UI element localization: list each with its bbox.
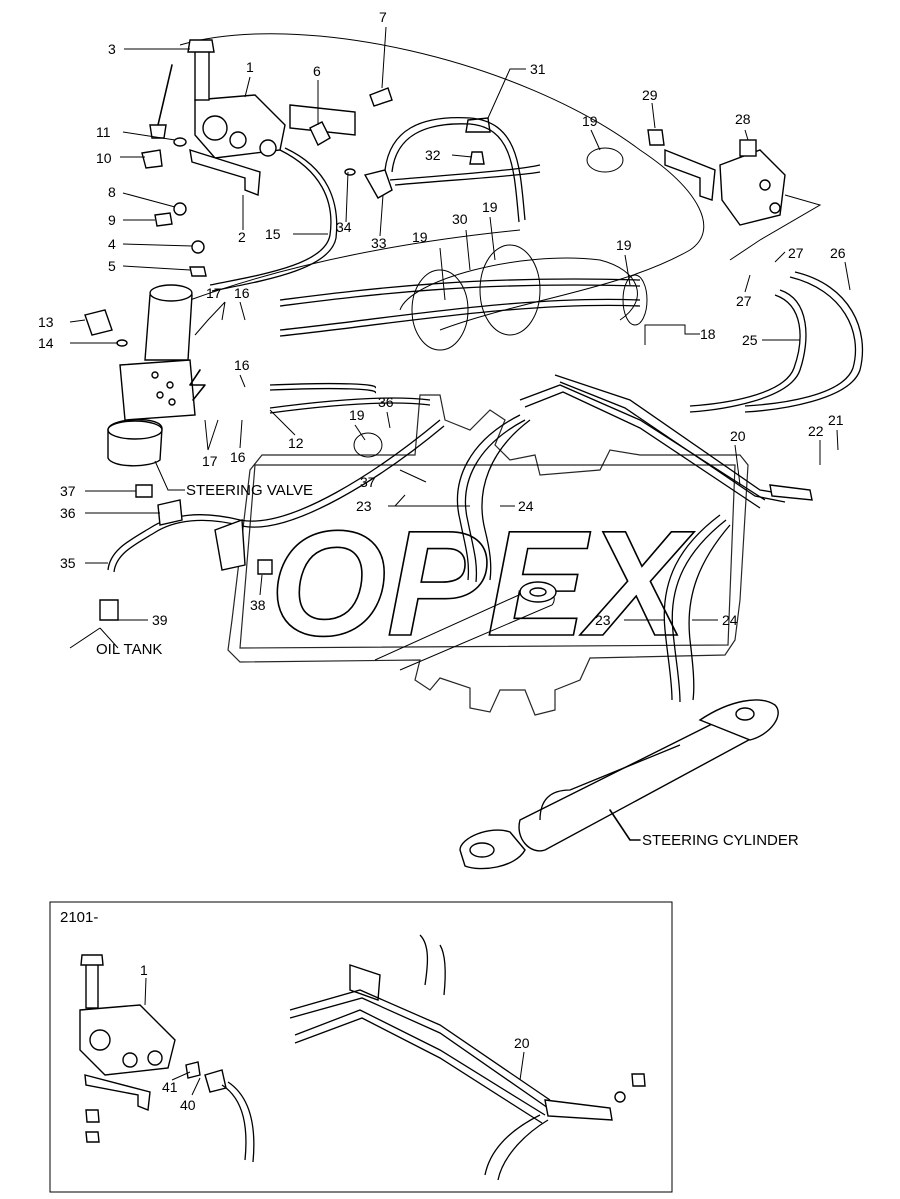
- hose-bundle: [209, 116, 864, 458]
- watermark: OPEX: [227, 394, 749, 716]
- callout-10: 10: [96, 150, 112, 166]
- captions: STEERING VALVE OIL TANK STEERING CYLINDE…: [60, 482, 799, 926]
- callout-32: 32: [425, 147, 441, 163]
- callout-17-a: 17: [206, 285, 222, 301]
- callout-3: 3: [108, 41, 116, 57]
- callout-4: 4: [108, 236, 116, 252]
- caption-inset-serial: 2101-: [60, 909, 98, 926]
- callout-39: 39: [152, 612, 168, 628]
- callout-13: 13: [38, 314, 54, 330]
- callout-1: 1: [246, 59, 254, 75]
- caption-oil-tank: OIL TANK: [96, 641, 162, 658]
- return-hose: [99, 419, 445, 621]
- callout-8: 8: [108, 184, 116, 200]
- callout-16-a: 16: [234, 285, 250, 301]
- callout-40: 40: [180, 1097, 196, 1113]
- callout-41: 41: [162, 1079, 178, 1095]
- watermark-text: OPEX: [270, 499, 695, 667]
- callout-20-inset: 20: [514, 1035, 530, 1051]
- callout-31: 31: [530, 61, 546, 77]
- callout-16-b: 16: [234, 357, 250, 373]
- callout-19-e: 19: [349, 407, 365, 423]
- callout-16-c: 16: [230, 449, 246, 465]
- callout-15: 15: [265, 226, 281, 242]
- callout-12: 12: [288, 435, 304, 451]
- callout-22: 22: [808, 423, 824, 439]
- callout-29: 29: [642, 87, 658, 103]
- steering-cylinder: [374, 581, 779, 870]
- callout-14: 14: [38, 335, 54, 351]
- callout-19-c: 19: [482, 199, 498, 215]
- callout-35: 35: [60, 555, 76, 571]
- callout-27-a: 27: [788, 245, 804, 261]
- callout-20: 20: [730, 428, 746, 444]
- callout-19-a: 19: [582, 113, 598, 129]
- callout-36-a: 36: [378, 394, 394, 410]
- callout-5: 5: [108, 258, 116, 274]
- callout-1-inset: 1: [140, 962, 148, 978]
- steering-valve: [107, 284, 206, 467]
- callout-24-a: 24: [518, 498, 534, 514]
- callout-38: 38: [250, 597, 266, 613]
- elbow-and-clips: [344, 117, 491, 199]
- callout-11: 11: [96, 124, 111, 140]
- callout-17-b: 17: [202, 453, 218, 469]
- callout-21: 21: [828, 412, 844, 428]
- tank-outline: [179, 33, 705, 331]
- callout-26: 26: [830, 245, 846, 261]
- callout-18: 18: [700, 326, 716, 342]
- callout-9: 9: [108, 212, 116, 228]
- callout-labels: 3 1 6 7 31 29 28 19 11 10 32 8 9 2 15 34…: [38, 9, 846, 1113]
- priority-valve-1: [149, 39, 286, 196]
- callout-19-d: 19: [616, 237, 632, 253]
- leader-lines: [69, 26, 851, 1096]
- callout-36-b: 36: [60, 505, 76, 521]
- plate-and-bolt: [289, 87, 393, 146]
- callout-30: 30: [452, 211, 468, 227]
- caption-steering-cylinder: STEERING CYLINDER: [642, 832, 799, 849]
- inset-panel: [49, 901, 673, 1193]
- flow-divider: [647, 129, 822, 261]
- small-fittings: [84, 137, 207, 347]
- callout-25: 25: [742, 332, 758, 348]
- callout-19-b: 19: [412, 229, 428, 245]
- callout-33: 33: [371, 235, 387, 251]
- callout-28: 28: [735, 111, 751, 127]
- steering-pipes: [519, 374, 813, 509]
- callout-24-b: 24: [722, 612, 738, 628]
- callout-23-a: 23: [356, 498, 372, 514]
- callout-27-b: 27: [736, 293, 752, 309]
- caption-steering-valve: STEERING VALVE: [186, 482, 313, 499]
- callout-34: 34: [336, 219, 352, 235]
- callout-2: 2: [238, 229, 246, 245]
- callout-23-b: 23: [595, 612, 611, 628]
- cylinder-hoses: [456, 414, 731, 703]
- callout-37-a: 37: [360, 474, 376, 490]
- callout-7: 7: [379, 9, 387, 25]
- callout-37-b: 37: [60, 483, 76, 499]
- callout-6: 6: [313, 63, 321, 79]
